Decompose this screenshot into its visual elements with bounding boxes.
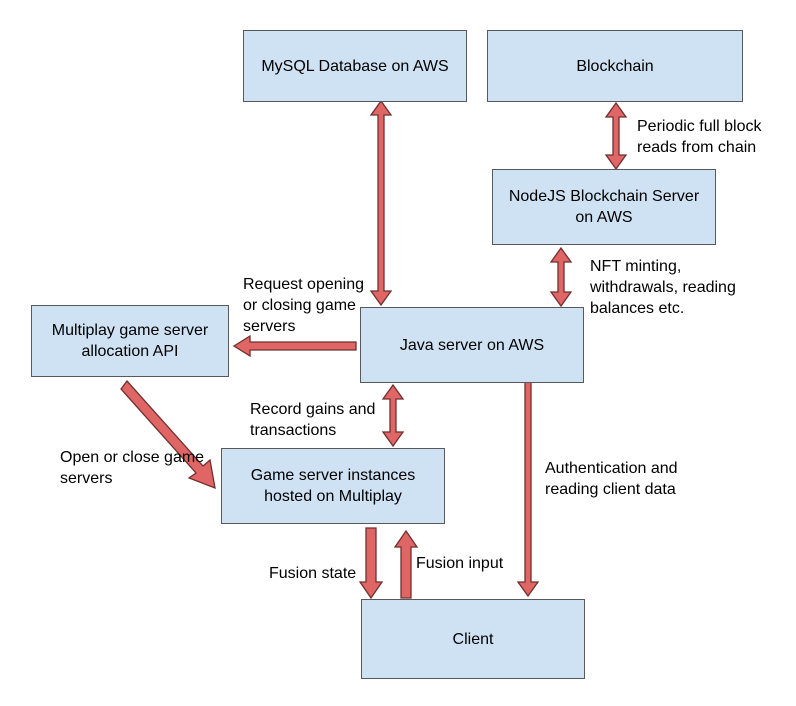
edge-label-nft-ops: NFT minting, withdrawals, reading balanc…	[590, 258, 736, 317]
edge-label-fusion-state: Fusion state	[269, 565, 357, 582]
node-game-servers: Game server instances hosted on Multipla…	[221, 448, 445, 524]
edge-label-request-servers: Request opening or closing game servers	[243, 276, 364, 335]
edge-label-record-gains: Record gains and transactions	[250, 401, 376, 439]
edge-label-open-close: Open or close game servers	[60, 449, 205, 487]
arrow-fusion-state	[358, 527, 384, 600]
node-multiplay-api: Multiplay game server allocation API	[31, 305, 229, 377]
node-mysql: MySQL Database on AWS	[243, 30, 467, 102]
arrow-fusion-input	[393, 529, 419, 599]
node-java: Java server on AWS	[360, 307, 584, 383]
arrow-blockchain-nodejs	[604, 101, 628, 171]
edge-label-auth: Authentication and reading client data	[545, 460, 678, 498]
node-blockchain: Blockchain	[487, 30, 743, 102]
edge-label-chain-reads: Periodic full block reads from chain	[637, 118, 762, 156]
edge-label-fusion-input: Fusion input	[416, 555, 504, 572]
arrow-java-gameservers	[381, 383, 405, 448]
arrow-api-gameservers	[120, 379, 216, 490]
node-client: Client	[361, 599, 585, 679]
arrow-nodejs-java	[549, 246, 573, 308]
arrow-java-client	[516, 358, 540, 598]
arrow-mysql-java	[369, 99, 393, 307]
arrow-java-multiplay-api	[232, 334, 357, 358]
node-nodejs: NodeJS Blockchain Server on AWS	[492, 169, 716, 245]
